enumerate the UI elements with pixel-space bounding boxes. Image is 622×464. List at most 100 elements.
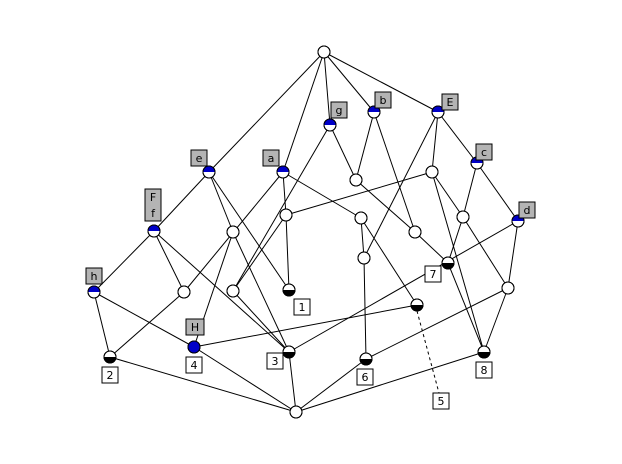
- attribute-label-d: d: [518, 201, 536, 219]
- svg-text:8: 8: [481, 364, 488, 377]
- svg-text:b: b: [380, 94, 387, 107]
- lattice-edge: [329, 124, 357, 181]
- object-marker: [360, 359, 372, 365]
- concept-node: [279, 208, 293, 222]
- concept-node: [87, 285, 101, 299]
- concept-node: [357, 251, 371, 265]
- svg-text:d: d: [524, 204, 531, 217]
- svg-text:a: a: [268, 152, 275, 165]
- object-label-connector: [416, 310, 440, 394]
- lattice-edges: [93, 51, 519, 413]
- attribute-label-e: e: [190, 149, 208, 167]
- concept-node: [226, 225, 240, 239]
- concept-node: [425, 165, 439, 179]
- lattice-edge: [323, 51, 439, 113]
- svg-text:5: 5: [438, 395, 445, 408]
- attribute-marker: [88, 286, 100, 292]
- lattice-edge: [288, 351, 297, 413]
- concept-node: [359, 352, 373, 366]
- lattice-edge: [208, 51, 325, 173]
- lattice-edge: [447, 262, 485, 353]
- lattice-edge: [153, 230, 290, 353]
- lattice-edge: [282, 171, 287, 216]
- svg-text:F: F: [150, 191, 156, 204]
- attribute-label-Ff: Ff: [144, 188, 162, 222]
- object-marker: [283, 290, 295, 296]
- lattice-edge: [232, 214, 287, 292]
- object-label-2: 2: [101, 366, 119, 384]
- lattice-edge: [447, 216, 464, 264]
- lattice-edge: [431, 111, 439, 173]
- lattice-nodes: [87, 45, 525, 419]
- concept-node: [282, 283, 296, 297]
- attribute-label-E: E: [441, 93, 459, 111]
- lattice-edge: [476, 162, 519, 222]
- concept-node: [147, 224, 161, 238]
- lattice-edge: [507, 220, 519, 289]
- lattice-edge: [462, 162, 478, 218]
- svg-text:c: c: [481, 146, 487, 159]
- object-marker: [283, 352, 295, 358]
- lattice-edge: [288, 220, 519, 353]
- object-marker: [478, 352, 490, 358]
- concept-node: [282, 345, 296, 359]
- attribute-label-h: h: [85, 267, 103, 285]
- object-label-7: 7: [424, 265, 442, 283]
- lattice-edge: [323, 51, 375, 113]
- lattice-edge: [208, 171, 234, 233]
- lattice-edge: [153, 230, 185, 293]
- svg-text:2: 2: [107, 369, 114, 382]
- object-marker: [188, 347, 200, 353]
- lattice-edge: [232, 290, 290, 353]
- attribute-label-c: c: [475, 143, 493, 161]
- lattice-edge: [323, 51, 331, 126]
- lattice-edge: [282, 171, 362, 219]
- attribute-marker: [188, 341, 200, 347]
- attribute-marker: [324, 119, 336, 125]
- lattice-edge: [431, 171, 464, 218]
- concept-node: [226, 284, 240, 298]
- lattice-edge: [437, 111, 478, 164]
- lattice-edge: [365, 287, 509, 360]
- object-label-6: 6: [356, 368, 374, 386]
- svg-text:6: 6: [362, 371, 369, 384]
- concept-node: [187, 340, 201, 354]
- concept-node: [276, 165, 290, 179]
- svg-text:f: f: [151, 207, 156, 220]
- lattice-edge: [208, 171, 290, 291]
- concept-node: [103, 350, 117, 364]
- lattice-edge: [462, 216, 509, 289]
- svg-text:3: 3: [272, 355, 279, 368]
- lattice-edge: [232, 231, 290, 353]
- concept-node: [349, 173, 363, 187]
- lattice-edge: [360, 217, 418, 306]
- attribute-marker: [432, 106, 444, 112]
- lattice-edge: [295, 358, 367, 413]
- concept-node: [177, 285, 191, 299]
- concept-node: [354, 211, 368, 225]
- object-label-3: 3: [266, 352, 284, 370]
- lattice-edge: [414, 231, 449, 264]
- lattice-edge: [483, 287, 509, 353]
- object-marker: [442, 263, 454, 269]
- concept-labels: g b E a e c Ff d h H 1 2 3 4 5 6 7 8: [85, 91, 536, 410]
- attribute-label-H: H: [185, 318, 205, 336]
- concept-node: [441, 256, 455, 270]
- lattice-edge: [431, 171, 485, 353]
- svg-text:E: E: [447, 96, 454, 109]
- object-marker: [411, 305, 423, 311]
- lattice-edge: [363, 257, 367, 360]
- lattice-edge: [232, 124, 331, 292]
- concept-node: [477, 345, 491, 359]
- lattice-edge: [285, 214, 290, 291]
- concept-node: [431, 105, 445, 119]
- object-marker: [104, 357, 116, 363]
- lattice-edge: [355, 111, 375, 181]
- lattice-edge: [93, 291, 195, 348]
- lattice-edge: [153, 171, 210, 232]
- concept-node: [202, 165, 216, 179]
- svg-text:H: H: [191, 321, 199, 334]
- svg-text:7: 7: [430, 268, 437, 281]
- lattice-edge: [282, 51, 325, 173]
